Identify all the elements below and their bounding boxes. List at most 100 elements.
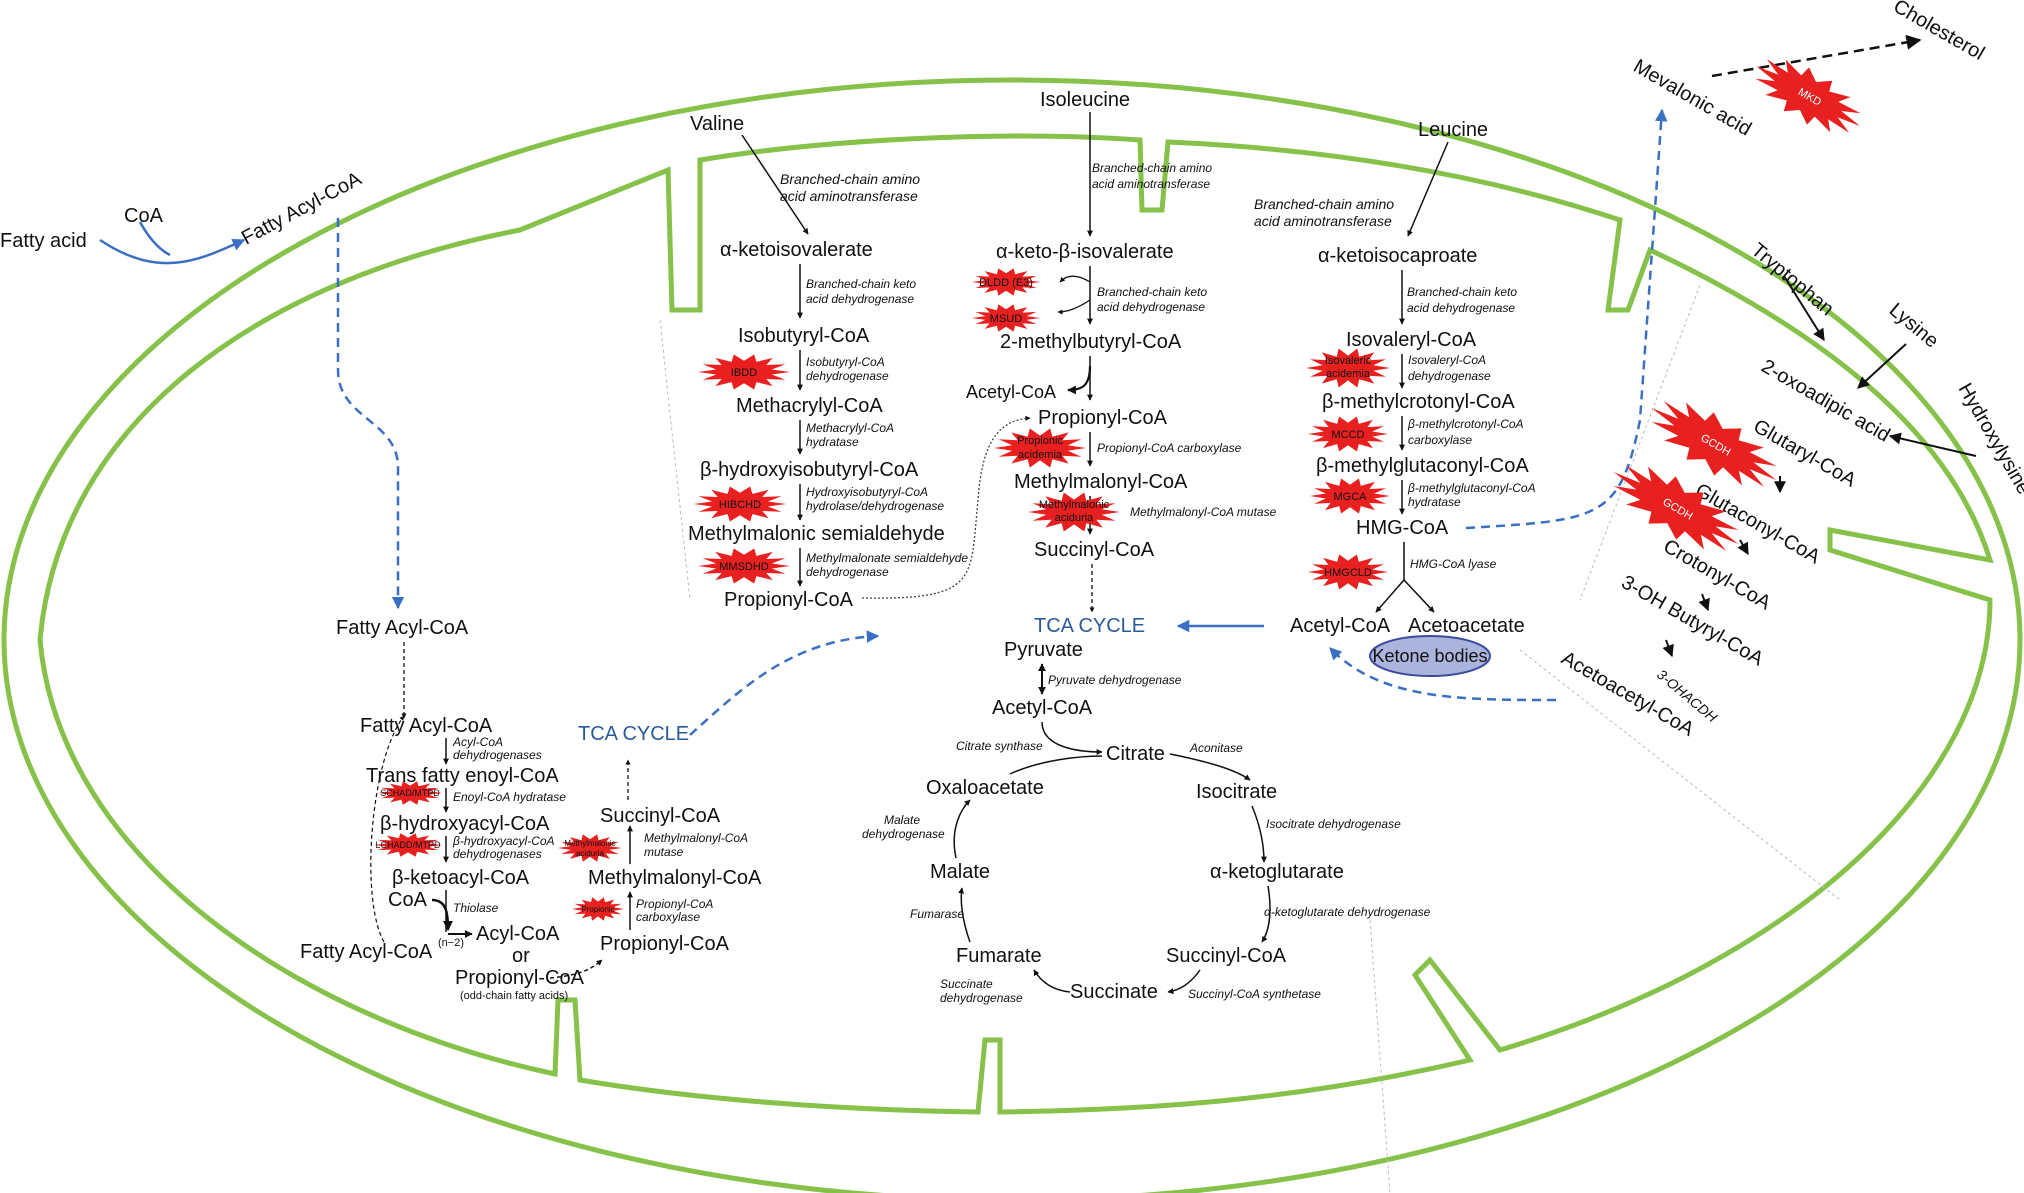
bo-coa: CoA <box>388 889 428 911</box>
inner-membrane <box>37 133 1994 1115</box>
val-enz-mh-2: hydratase <box>806 435 859 449</box>
ile-enz-bckd: Branched-chain keto <box>1097 285 1207 299</box>
enz-enoyl-hydratase: Enoyl-CoA hydratase <box>453 790 566 804</box>
burst-schad <box>378 781 442 805</box>
burst-msud <box>972 304 1040 332</box>
enz-thiolase: Thiolase <box>453 901 499 915</box>
leu-enz-ivd-2: dehydrogenase <box>1408 369 1491 383</box>
disorder-hibchd: HIBCHD <box>719 499 761 511</box>
leu-enz-hmgl: HMG-CoA lyase <box>1410 557 1497 571</box>
leu-methylglutaconyl: β-methylglutaconyl-CoA <box>1316 455 1529 477</box>
val-enz-ibd: Isobutyryl-CoA <box>806 355 885 369</box>
leucine-pathway: Leucine Branched-chain amino acid aminot… <box>1176 108 1668 677</box>
label-fatty-acid: Fatty acid <box>0 230 87 252</box>
burst-methylmalonic <box>1028 492 1120 532</box>
disorder-methylmalonic-2: aciduria <box>1055 512 1094 524</box>
tca-citrate: Citrate <box>1106 743 1165 765</box>
bo-acyl-coa: Acyl-CoA <box>476 923 560 945</box>
val-isobutyryl: Isobutyryl-CoA <box>738 325 870 347</box>
disorder-propionic-1: Propionic <box>1017 435 1063 447</box>
ile-propionyl: Propionyl-CoA <box>1038 407 1168 429</box>
tca-fumarate: Fumarate <box>956 945 1042 967</box>
ile-acetyl-coa: Acetyl-CoA <box>966 382 1056 402</box>
tca-enz-mdh-2: dehydrogenase <box>862 827 945 841</box>
ile-methylbutyryl: 2-methylbutyryl-CoA <box>1000 331 1182 353</box>
val-enz-bckd: Branched-chain keto <box>806 277 916 291</box>
tca-succinyl-coa: Succinyl-CoA <box>1166 945 1287 967</box>
lysine-label: Lysine <box>1885 299 1943 353</box>
hydroxylysine-label: Hydroxylysine <box>1954 380 2024 499</box>
leu-acetyl-coa: Acetyl-CoA <box>1290 615 1391 637</box>
ile-methylmalonyl: Methylmalonyl-CoA <box>1014 471 1188 493</box>
burst-mccd <box>1308 416 1388 452</box>
bo-ketoacyl: β-ketoacyl-CoA <box>392 867 530 889</box>
bo-propionyl-coa-2: Propionyl-CoA <box>600 933 730 955</box>
ile-enz-bcat-2: acid aminotransferase <box>1092 177 1210 191</box>
ile-enz-pcc: Propionyl-CoA carboxylase <box>1097 441 1242 455</box>
tca-oxaloacetate: Oxaloacetate <box>926 777 1044 799</box>
tca-enz-pdh: Pyruvate dehydrogenase <box>1048 673 1182 687</box>
bo-fatty-acyl-coa-top: Fatty Acyl-CoA <box>336 617 469 639</box>
tca-enz-cs: Citrate synthase <box>956 739 1043 753</box>
tca-acetyl-coa: Acetyl-CoA <box>992 697 1093 719</box>
ile-keto-b-isovalerate: α-keto-β-isovalerate <box>996 241 1174 263</box>
burst-gcdh-1 <box>1651 401 1777 487</box>
disorder-methylmalonic-1: Methylmalonic <box>1039 499 1110 511</box>
disorder-dldd: DLDD (E3) <box>979 277 1033 289</box>
burst-mmsdhd <box>698 548 790 584</box>
disorder-bursts <box>374 59 1861 921</box>
valine-pathway: Valine Branched-chain amino acid aminotr… <box>688 113 1031 611</box>
tca-akg: α-ketoglutarate <box>1210 861 1344 883</box>
disorder-lchad: LCHADD/MTPD <box>375 840 441 850</box>
outer-membrane <box>1 77 2023 1193</box>
leu-enz-mgh: β-methylglutaconyl-CoA <box>1407 481 1536 495</box>
burst-dldd <box>972 268 1040 296</box>
val-propionyl: Propionyl-CoA <box>724 589 854 611</box>
val-enz-hib-2: hydrolase/dehydrogenase <box>806 499 944 513</box>
leu-enz-mcc-2: carboxylase <box>1408 433 1472 447</box>
leu-ketoisocaproate: α-ketoisocaproate <box>1318 245 1477 267</box>
leu-enz-mcc: β-methylcrotonyl-CoA <box>1407 417 1524 431</box>
disorder-schad: SCHAD/MTPD <box>380 788 440 798</box>
enz-mm-mutase-2: mutase <box>644 845 684 859</box>
bo-tca-cycle: TCA CYCLE <box>578 723 689 745</box>
leucine-label: Leucine <box>1418 119 1488 141</box>
ketone-bodies-label: Ketone bodies <box>1372 646 1487 666</box>
disorder-mma-small-1: Methylmalonic <box>564 839 615 848</box>
burst-gcdh-2 <box>1613 465 1739 551</box>
label-fatty-acyl-coa-outer: Fatty Acyl-CoA <box>238 168 366 250</box>
burst-mma-small <box>558 834 622 862</box>
disorder-hmgcld: HMGCLD <box>1324 567 1372 579</box>
tca-enz-idh: Isocitrate dehydrogenase <box>1266 817 1401 831</box>
tca-succinate: Succinate <box>1070 981 1158 1003</box>
enz-mm-mutase: Methylmalonyl-CoA <box>644 831 748 845</box>
bo-odd-chain: (odd-chain fatty acids) <box>460 990 568 1002</box>
ile-tca-cycle: TCA CYCLE <box>1034 615 1145 637</box>
enz-pcc-2: carboxylase <box>636 910 700 924</box>
isoleucine-pathway: Isoleucine Branched-chain amino acid ami… <box>966 89 1277 637</box>
bo-trans-enoyl: Trans fatty enoyl-CoA <box>366 765 559 787</box>
ile-enz-mm-mutase: Methylmalonyl-CoA mutase <box>1130 505 1277 519</box>
disorder-mccd: MCCD <box>1332 429 1365 441</box>
lys-glutaryl: Glutaryl-CoA <box>1750 415 1861 492</box>
bo-hydroxyacyl: β-hydroxyacyl-CoA <box>380 813 550 835</box>
leu-methylcrotonyl: β-methylcrotonyl-CoA <box>1322 391 1515 413</box>
bo-succinyl-coa: Succinyl-CoA <box>600 805 721 827</box>
fatty-acid-activation: Fatty acid CoA Fatty Acyl-CoA <box>0 168 405 610</box>
burst-propionic <box>994 428 1086 468</box>
ketone-bodies-node <box>1369 635 1491 677</box>
burst-hibchd <box>694 486 786 522</box>
disorder-isovaleric-1: Isovaleric <box>1325 355 1372 367</box>
disorder-propionic-2: acidemia <box>1018 449 1063 461</box>
label-coa: CoA <box>124 205 164 227</box>
tca-enz-sdh: Succinate <box>940 977 993 991</box>
val-enz-mms-2: dehydrogenase <box>806 565 889 579</box>
cholesterol-label: Cholesterol <box>1890 0 1989 65</box>
ile-succinyl: Succinyl-CoA <box>1034 539 1155 561</box>
burst-hmgcld <box>1308 554 1388 590</box>
val-ketoisovalerate: α-ketoisovalerate <box>720 239 873 261</box>
tca-enz-mdh: Malate <box>884 813 920 827</box>
tca-isocitrate: Isocitrate <box>1196 781 1277 803</box>
val-methacrylyl: Methacrylyl-CoA <box>736 395 883 417</box>
tca-enz-akgdh: α-ketoglutarate dehydrogenase <box>1264 905 1431 919</box>
